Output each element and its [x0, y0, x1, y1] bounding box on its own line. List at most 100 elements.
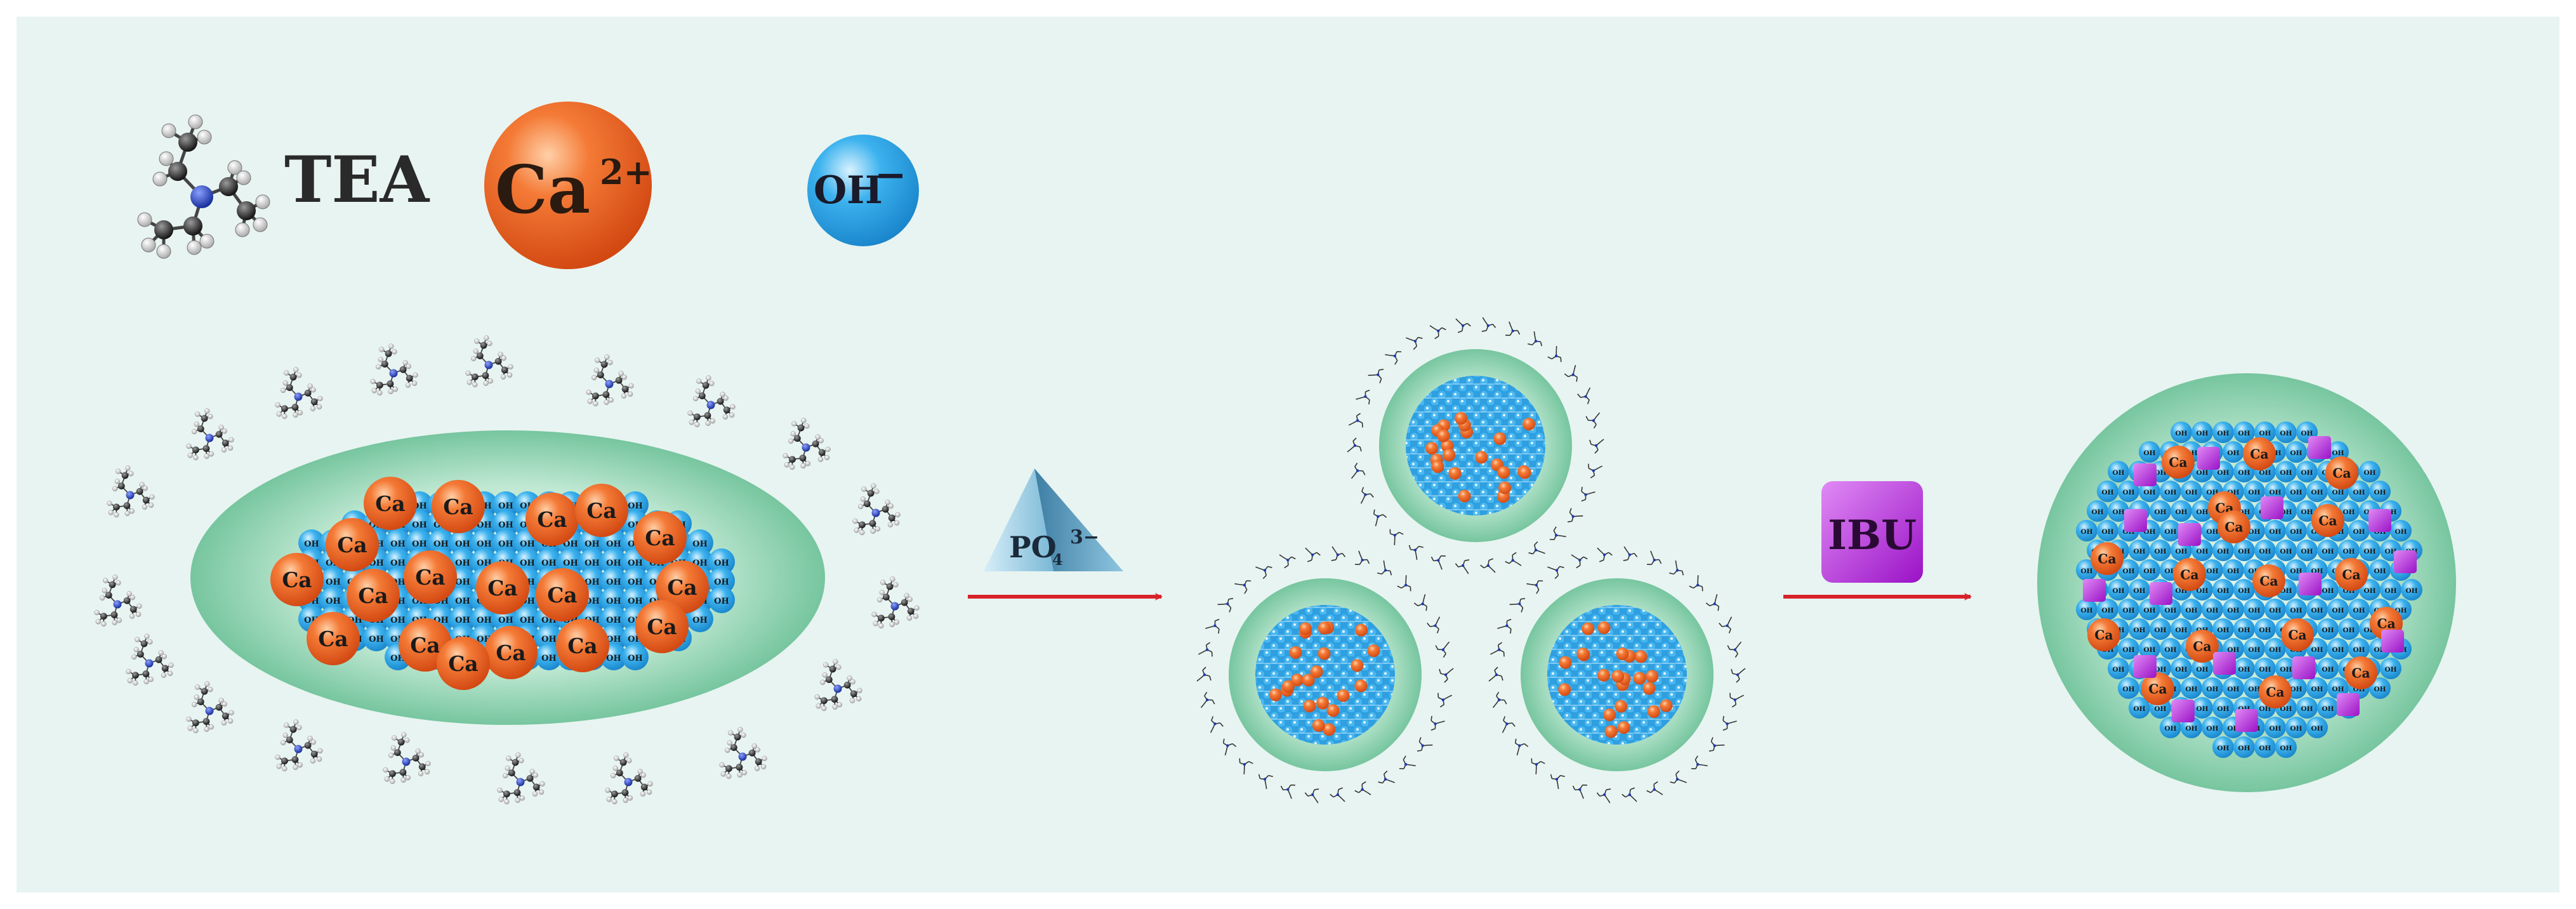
hydroxide-ion: OH: [2139, 638, 2160, 660]
ibuprofen-molecule: [2292, 656, 2315, 679]
oh-ion-label: OH: [2238, 587, 2250, 595]
hydroxide-ion: OH: [2150, 618, 2171, 640]
calcium-ion: Ca: [2091, 542, 2124, 575]
calcium-ion: [1310, 665, 1323, 679]
oh-ion-label: OH: [455, 597, 470, 606]
oh-ion-label: OH: [714, 559, 729, 568]
calcium-ion: Ca: [307, 612, 360, 665]
oh-ion-label: OH: [585, 540, 600, 549]
hydroxide-ion: OH: [2285, 481, 2307, 502]
calcium-ion: [1354, 679, 1368, 693]
oh-ion-label: OH: [2196, 587, 2208, 595]
oh-ion-label: OH: [2353, 528, 2365, 536]
calcium-ion: [1559, 656, 1572, 669]
hydroxide-ion: OH: [2254, 618, 2276, 640]
oh-ion-label: OH: [2405, 587, 2417, 595]
hydroxide-ion: OH: [2118, 599, 2139, 620]
oh-ion-label: OH: [2217, 627, 2229, 634]
oh-ion-label: OH: [2301, 508, 2313, 516]
hydroxide-ion: OH: [2264, 520, 2286, 541]
oh-ion-label: OH: [2143, 607, 2155, 614]
oh-ion-label: OH: [2332, 489, 2344, 496]
calcium-ion: [1291, 673, 1304, 687]
oh-ion-label: OH: [628, 559, 643, 568]
oh-ion-label: OH: [2269, 646, 2281, 654]
hydroxide-ion: OH: [2275, 540, 2297, 561]
hydroxide-ion: OH: [2212, 697, 2234, 719]
ibuprofen-molecule: [2150, 582, 2172, 605]
ca-ion-label: Ca: [2318, 513, 2337, 528]
calcium-ion: [1615, 700, 1628, 713]
oh-ion-label: OH: [2196, 508, 2208, 516]
hydroxide-ion: OH: [2129, 697, 2150, 719]
ibuprofen-molecule: [2337, 693, 2360, 716]
oh-ion-label: OH: [2363, 548, 2375, 555]
oh-ion-label: OH: [2112, 508, 2124, 516]
ca-ion-label: Ca: [358, 583, 388, 608]
hydroxide-ion: OH: [2264, 717, 2286, 738]
calcium-ion: [1633, 672, 1646, 685]
calcium-ion: [1646, 670, 1659, 683]
ca-ion-label: Ca: [496, 640, 525, 665]
nanoparticle: [1196, 546, 1454, 804]
hydroxide-ion: OH: [2306, 638, 2328, 660]
oh-ion-label: OH: [2301, 548, 2313, 555]
hydroxide-ion: OH: [2150, 540, 2171, 561]
oh-ion-label: OH: [369, 635, 384, 644]
oh-ion-label: OH: [2154, 627, 2166, 634]
hydroxide-ion: OH: [2380, 579, 2401, 600]
calcium-ion: [1493, 432, 1507, 446]
hydroxide-ion: OH: [2233, 658, 2255, 679]
hydroxide-ion: OH: [536, 644, 562, 670]
hydroxide-ion: OH: [2275, 736, 2297, 758]
hydroxide-ion: OH: [2108, 658, 2129, 679]
oh-ion-label: OH: [2164, 528, 2176, 536]
oh-ion-label: OH: [2175, 627, 2187, 634]
oh-ion-label: OH: [2143, 449, 2155, 457]
oh-ion-label: OH: [563, 540, 578, 549]
oh-ion-label: OH: [2227, 449, 2239, 457]
hydroxide-ion: OH: [2202, 717, 2223, 738]
oh-ion-label: OH: [2091, 508, 2103, 516]
oh-ion-label: OH: [628, 654, 643, 663]
oh-ion-label: OH: [2238, 430, 2250, 437]
calcium-ion: [1281, 680, 1295, 693]
calcium-ion: [1323, 723, 1336, 736]
oh-ion-label: OH: [2248, 489, 2260, 496]
ca-ion-label: Ca: [645, 526, 675, 550]
hydroxide-ion: OH: [2296, 540, 2318, 561]
oh-ion-label: OH: [326, 578, 341, 587]
ca-ion-label: Ca: [2342, 567, 2360, 582]
hydroxide-ion: OH: [2202, 559, 2223, 581]
hydroxide-ion: OH: [2285, 520, 2307, 541]
calcium-ion: [1604, 725, 1618, 738]
hydroxide-ion: OH: [2097, 481, 2118, 502]
oh-ion-label: OH: [2384, 666, 2396, 673]
ca-ion-label: Ca: [667, 575, 697, 600]
oh-ion-label: OH: [2143, 567, 2155, 575]
oh-ion-label: OH: [2290, 528, 2302, 536]
oh-ion-label: OH: [2206, 686, 2218, 693]
oh-ion-label: OH: [2290, 449, 2302, 457]
oh-ion-label: OH: [2342, 627, 2355, 634]
oh-ion-label: OH: [2259, 430, 2271, 437]
hydroxide-ion: OH: [320, 567, 347, 594]
oh-ion-label: OH: [2290, 725, 2302, 733]
hydroxide-ion: OH: [2369, 481, 2391, 502]
ca-symbol: Ca: [495, 150, 590, 229]
hydroxide-ion: OH: [600, 567, 627, 594]
oh-ion-label: OH: [2353, 489, 2365, 496]
step-1: PO 4 3−: [968, 468, 1163, 600]
calcium-ion: [1660, 699, 1673, 712]
hydroxide-ion: OH: [2369, 559, 2391, 581]
oh-ion-label: OH: [2238, 745, 2250, 752]
oh-ion-label: OH: [2342, 548, 2355, 555]
ca-ion-label: Ca: [487, 576, 517, 600]
nanoparticle: [1488, 546, 1746, 804]
hydroxide-ion: OH: [2191, 500, 2213, 522]
hydroxide-ion: OH: [471, 606, 498, 632]
phosphate-pyramid-icon: PO 4 3−: [984, 468, 1123, 571]
stage-2-nanoparticles: [1196, 317, 1746, 804]
ca-ion-label: Ca: [2097, 551, 2116, 566]
